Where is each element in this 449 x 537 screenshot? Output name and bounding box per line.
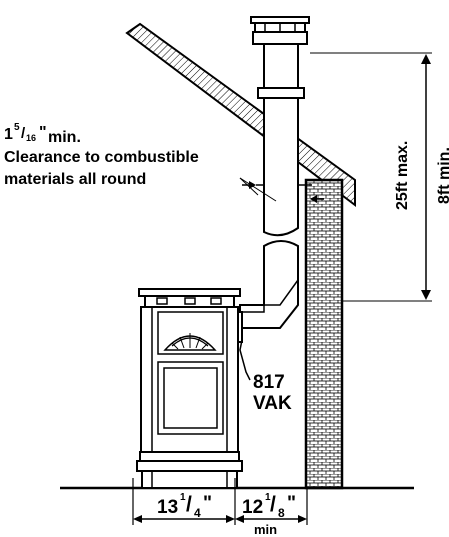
width-denominator: 4	[194, 506, 201, 520]
width-dimensions	[132, 478, 308, 525]
clearance-numerator: 5	[14, 122, 20, 133]
width-slash: /	[186, 493, 192, 516]
flue-label-line-2: VAK	[253, 393, 292, 414]
width-whole: 13	[157, 497, 179, 518]
brick-wall	[304, 178, 344, 490]
flue-pipe-upper	[256, 43, 312, 237]
wall-denominator: 8	[278, 506, 285, 520]
flue-pipe-lower	[233, 240, 299, 343]
clearance-arrows	[239, 177, 324, 203]
clearance-min: min.	[48, 129, 81, 146]
stove	[136, 288, 243, 489]
wall-numerator: 1	[265, 492, 271, 503]
clearance-slash: /	[21, 125, 26, 142]
wall-inch-mark: "	[287, 493, 297, 514]
clearance-denominator: 16	[26, 133, 37, 143]
chimney-cap	[250, 16, 310, 45]
height-max-label: 25ft max.	[394, 140, 411, 210]
clearance-whole: 1	[4, 126, 13, 143]
flue-label-line-1: 817	[253, 372, 285, 393]
wall-slash: /	[270, 493, 276, 516]
height-min-label: 8ft min.	[436, 147, 449, 204]
flue-leader-line	[239, 339, 251, 381]
clearance-line-2: Clearance to combustible	[4, 149, 199, 166]
wall-whole: 12	[242, 497, 264, 518]
clearance-line-3: materials all round	[4, 171, 147, 188]
clearance-inch-mark: "	[39, 124, 47, 141]
width-inch-mark: "	[203, 493, 213, 514]
roof	[125, 22, 356, 208]
wall-min-label: min	[254, 522, 278, 537]
height-dimension	[310, 52, 432, 302]
width-numerator: 1	[180, 492, 186, 503]
